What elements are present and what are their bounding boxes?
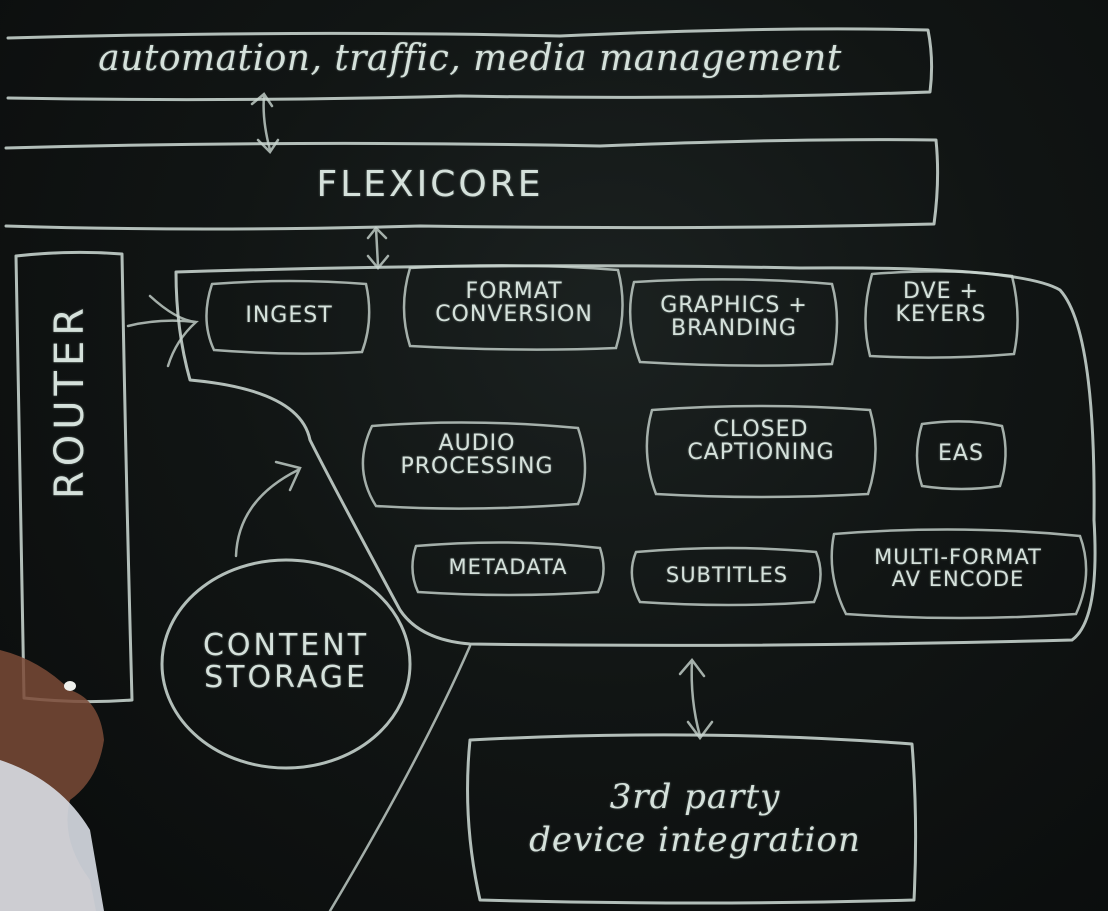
third-party-box [466,733,918,905]
audio-processing-label: AUDIO PROCESSING [400,431,554,480]
metadata-label: METADATA [448,555,568,579]
ingest-label: INGEST [245,303,333,328]
module-container [174,264,1097,647]
arrow-flexicore-modules [366,226,390,270]
format-conversion-label: FORMAT CONVERSION [435,279,593,328]
content-storage-ellipse [160,558,412,770]
graphics-branding-label: GRAPHICS + BRANDING [660,293,808,342]
router-label: ROUTER [47,302,93,500]
diagonal-line [328,644,472,911]
audio-processing-box [361,421,587,510]
subtitles-box [630,546,822,607]
dve-keyers-box [864,270,1019,359]
arrow-modules-third-party [678,658,714,741]
flexicore-box [4,138,940,231]
eas-box [915,420,1007,491]
shirt-sleeve-shape [0,760,104,911]
chalk-piece-shape [64,681,76,691]
metadata-box [411,541,605,597]
multi-format-box [830,528,1088,620]
graphics-branding-box [628,278,839,367]
content-storage-label: CONTENT STORAGE [202,628,370,695]
ingest-box [205,279,371,355]
closed-captioning-label: CLOSED CAPTIONING [687,417,835,466]
banner-label: automation, traffic, media management [98,38,842,79]
closed-captioning-box [645,404,877,499]
banner-box [6,27,934,102]
format-conversion-box [402,264,624,351]
third-party-label: 3rd party device integration [529,777,861,860]
arrow-router-modules [126,294,199,368]
subtitles-label: SUBTITLES [665,563,789,587]
arrow-banner-flexicore [250,92,280,154]
flexicore-label: FLEXICORE [316,164,544,205]
eas-label: EAS [938,441,984,466]
arrow-storage-modules [234,460,302,558]
router-box [14,250,134,704]
multi-format-label: MULTI-FORMAT AV ENCODE [874,545,1042,592]
dve-keyers-label: DVE + KEYERS [895,279,987,328]
